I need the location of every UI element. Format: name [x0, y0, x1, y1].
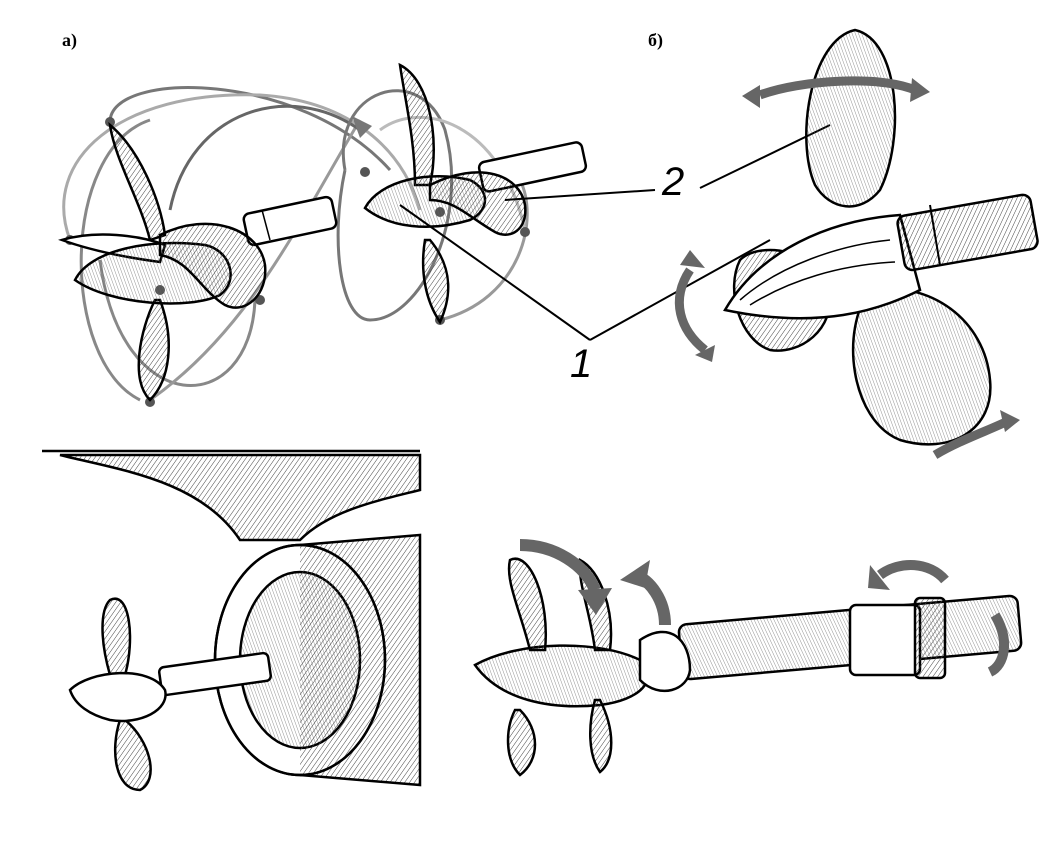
propeller-c-top-blade — [101, 597, 132, 677]
left-propeller-a — [58, 121, 338, 402]
panel-a-drawing — [58, 62, 588, 407]
panel-c-drawing — [42, 449, 422, 792]
callout-label-2: 2 — [662, 160, 685, 204]
front-propeller-d — [473, 644, 649, 708]
hull-skeg — [59, 453, 422, 542]
rotation-arrow-left — [674, 267, 708, 354]
panel-label-b: б) — [648, 30, 663, 50]
shaft-c — [157, 651, 273, 697]
rotation-arrow-top — [758, 76, 917, 100]
shaft-d-band — [913, 596, 947, 680]
nozzle-body — [299, 533, 422, 787]
shaft-b — [896, 193, 1039, 272]
panel-label-a: а) — [62, 30, 77, 50]
propeller-c-bottom-blade — [113, 718, 152, 792]
shaft-d-collar — [848, 603, 922, 677]
blade-trajectory-arcs — [62, 86, 529, 402]
callout-label-1: 1 — [570, 342, 593, 386]
arc-arrowhead — [352, 116, 372, 138]
panel-b-drawing — [674, 28, 1039, 459]
right-propeller-a — [363, 62, 588, 325]
lower-blade-b — [851, 287, 992, 446]
panel-d-drawing — [473, 539, 1023, 777]
propeller-c-hub — [68, 671, 167, 723]
upper-blade-b — [805, 28, 897, 208]
rotation-arrow-shaft — [877, 559, 949, 584]
rotation-arrow-front — [519, 539, 601, 593]
